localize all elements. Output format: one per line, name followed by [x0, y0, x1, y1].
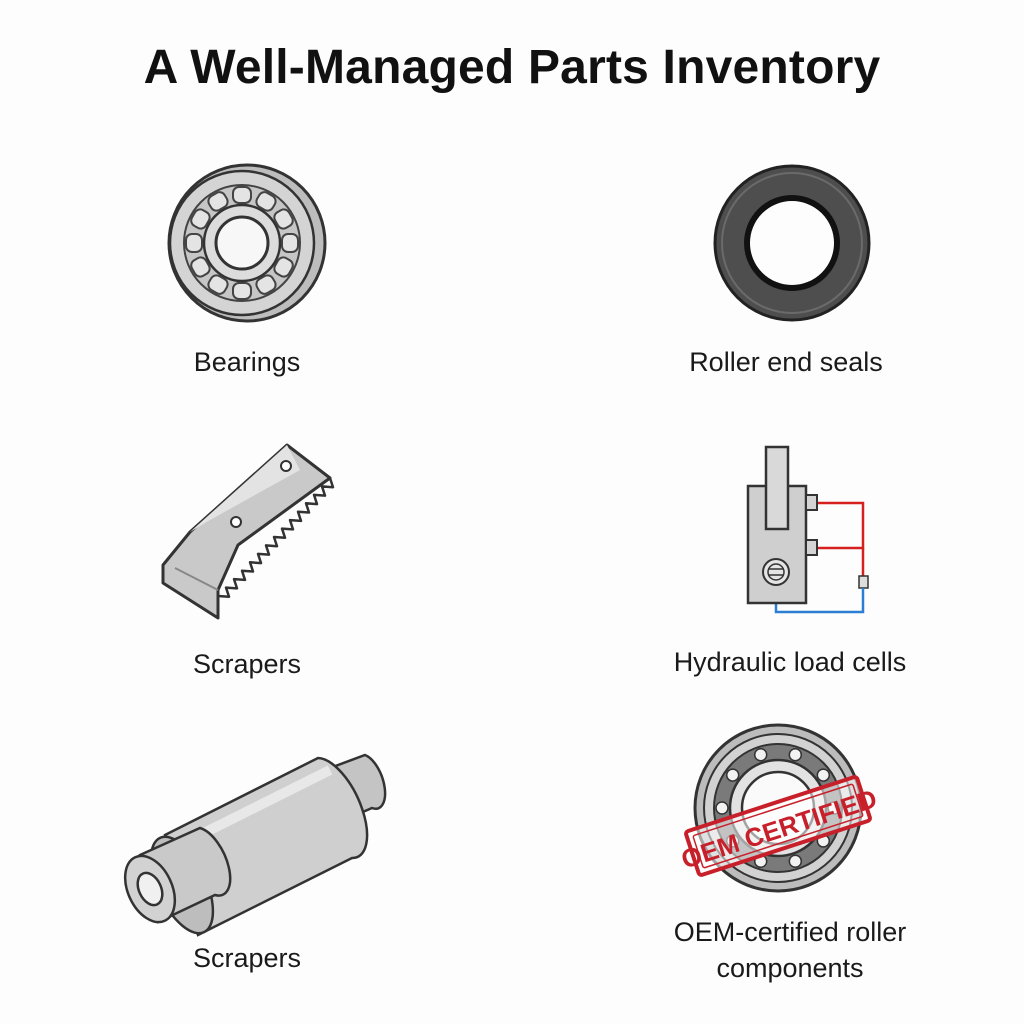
bearing-ball: [816, 768, 831, 782]
bearing-ball: [190, 256, 211, 278]
item-label: Scrapers: [192, 649, 302, 679]
item-label: Bearings: [193, 347, 301, 377]
bearing-ball: [232, 282, 252, 300]
bearing-ball: [788, 854, 803, 869]
item-label: Scrapers: [192, 943, 302, 973]
bearing-ball: [232, 186, 252, 204]
bearing-ball: [273, 256, 294, 278]
item-label: Roller end seals: [689, 347, 883, 377]
bearing-ball: [753, 747, 768, 762]
bearing-ball: [273, 208, 294, 230]
bearing-ball: [788, 747, 803, 762]
bearing-ball: [255, 191, 277, 212]
bearing-ball: [207, 191, 229, 212]
bearing-ball: [207, 274, 229, 295]
page-title: A Well-Managed Parts Inventory: [143, 41, 881, 94]
bearing-ball: [715, 801, 729, 815]
bearing-ball: [190, 208, 211, 230]
item-label: Hydraulic load cells: [673, 647, 907, 677]
bearing-ball: [725, 768, 740, 782]
item-label: OEM-certified roller components: [673, 917, 907, 983]
bearing-ball: [255, 274, 277, 295]
bearing-ball: [185, 233, 203, 253]
bearing-ball: [281, 233, 299, 253]
